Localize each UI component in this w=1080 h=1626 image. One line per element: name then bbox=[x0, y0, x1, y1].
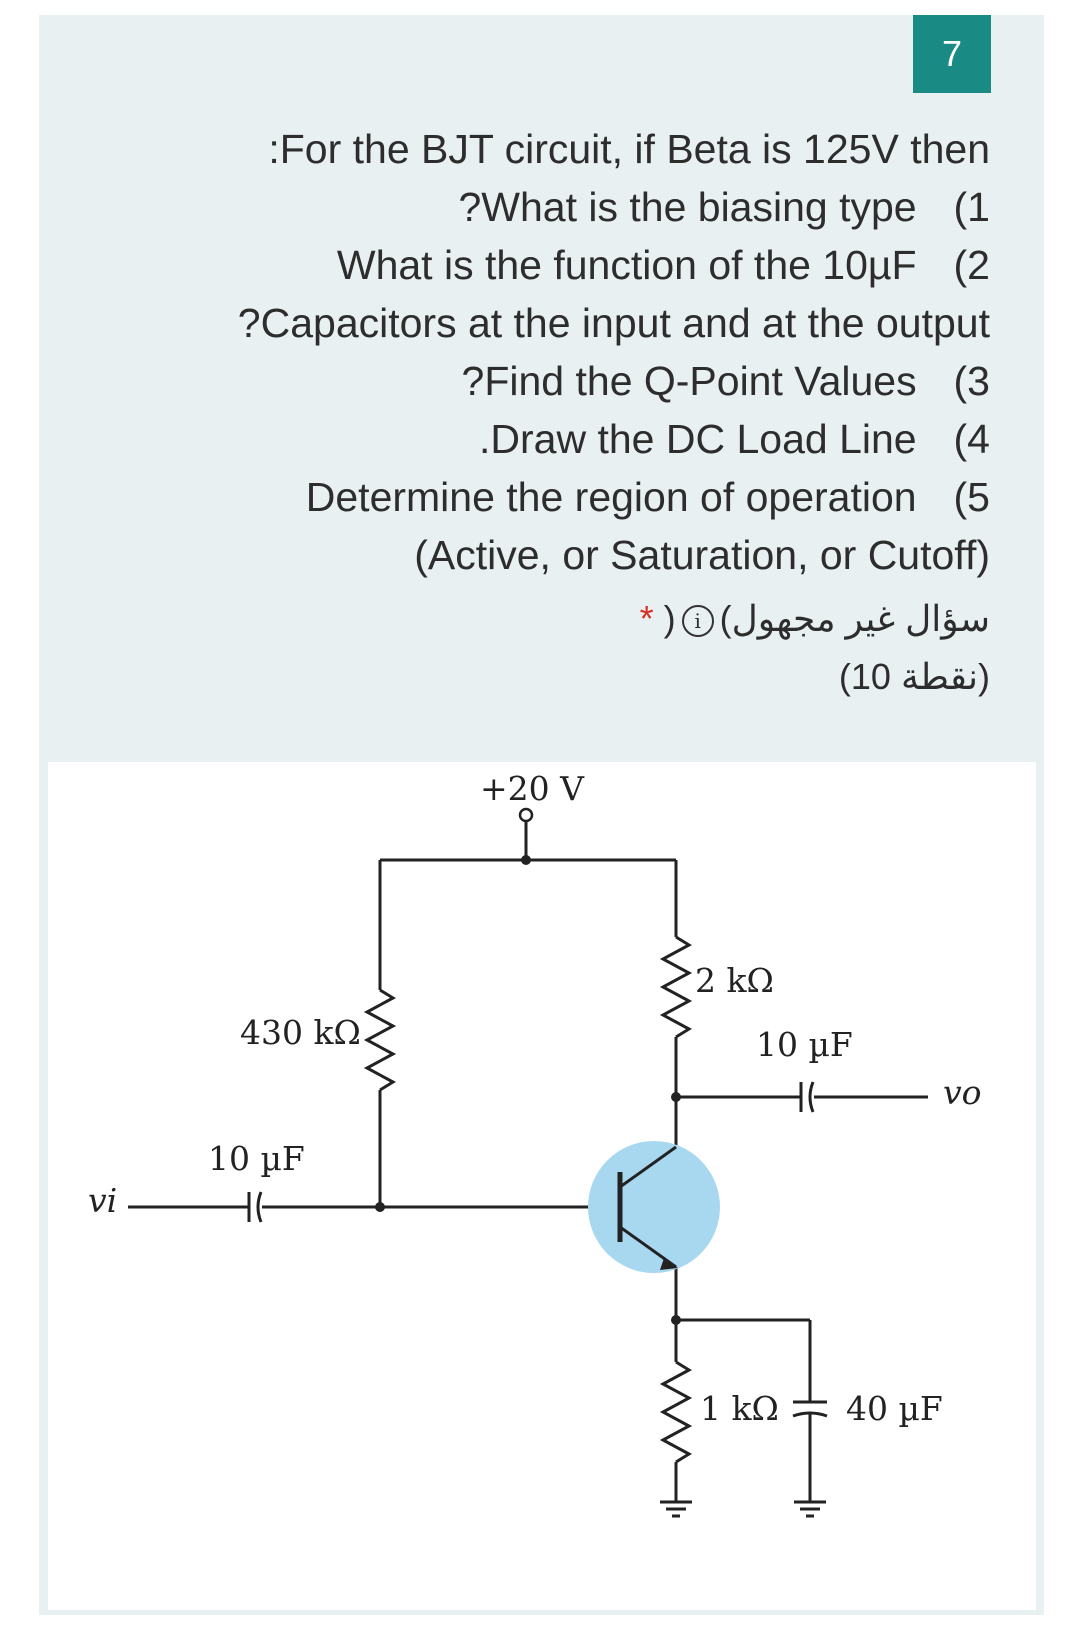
rc-label: 2 kΩ bbox=[695, 961, 774, 1000]
question-line: ?Capacitors at the input and at the outp… bbox=[237, 300, 990, 346]
rc-resistor bbox=[659, 935, 693, 1039]
cin-label: 10 µF bbox=[208, 1139, 305, 1178]
question-line: ?Find the Q-Point Values (3 bbox=[461, 358, 990, 404]
rb-resistor bbox=[363, 988, 397, 1092]
supply-label: +20 V bbox=[480, 769, 585, 808]
transistor-collector bbox=[619, 1145, 677, 1189]
points-label: (10 نقطة) bbox=[838, 656, 990, 697]
question-line: :For the BJT circuit, if Beta is 125V th… bbox=[268, 126, 990, 172]
question-number-badge: 7 bbox=[913, 15, 991, 93]
optional-label: (سؤال غير مجهول bbox=[719, 598, 990, 639]
vi-label: vi bbox=[88, 1181, 117, 1220]
vo-label: vo bbox=[943, 1073, 982, 1112]
circuit-diagram: +20 V 430 kΩ 2 kΩ 10 µF 10 µF 1 kΩ 40 µF… bbox=[88, 769, 982, 1518]
node-emitter bbox=[671, 1315, 681, 1325]
ce-label: 40 µF bbox=[846, 1389, 943, 1428]
node-collector bbox=[671, 1092, 681, 1102]
question-meta: * )i(سؤال غير مجهول (10 نقطة) bbox=[626, 590, 990, 706]
cout-plate-right bbox=[808, 1081, 815, 1113]
node-supply bbox=[521, 855, 531, 865]
cin-plate-right bbox=[256, 1191, 263, 1223]
question-line: .Draw the DC Load Line (4 bbox=[479, 416, 990, 462]
question-line: (Active, or Saturation, or Cutoff) bbox=[414, 532, 990, 578]
supply-terminal bbox=[518, 807, 534, 823]
question-line: What is the function of the 10µF (2 bbox=[336, 242, 990, 288]
info-icon[interactable]: i bbox=[681, 605, 714, 638]
required-mark: * bbox=[639, 598, 654, 639]
question-line: ?What is the biasing type (1 bbox=[458, 184, 991, 230]
re-resistor bbox=[659, 1360, 693, 1464]
emitter-arrow bbox=[660, 1258, 678, 1270]
question-text: :For the BJT circuit, if Beta is 125V th… bbox=[130, 120, 990, 584]
ce-plate-bottom bbox=[792, 1411, 828, 1418]
node-base bbox=[375, 1202, 385, 1212]
cout-label: 10 µF bbox=[756, 1025, 853, 1064]
question-line: Determine the region of operation (5 bbox=[305, 474, 990, 520]
transistor-highlight bbox=[588, 1141, 720, 1273]
circuit-figure: +20 V 430 kΩ 2 kΩ 10 µF 10 µF 1 kΩ 40 µF… bbox=[48, 762, 1036, 1610]
optional-row: * )i(سؤال غير مجهول bbox=[639, 598, 990, 639]
rb-label: 430 kΩ bbox=[240, 1013, 361, 1052]
re-label: 1 kΩ bbox=[700, 1389, 779, 1428]
